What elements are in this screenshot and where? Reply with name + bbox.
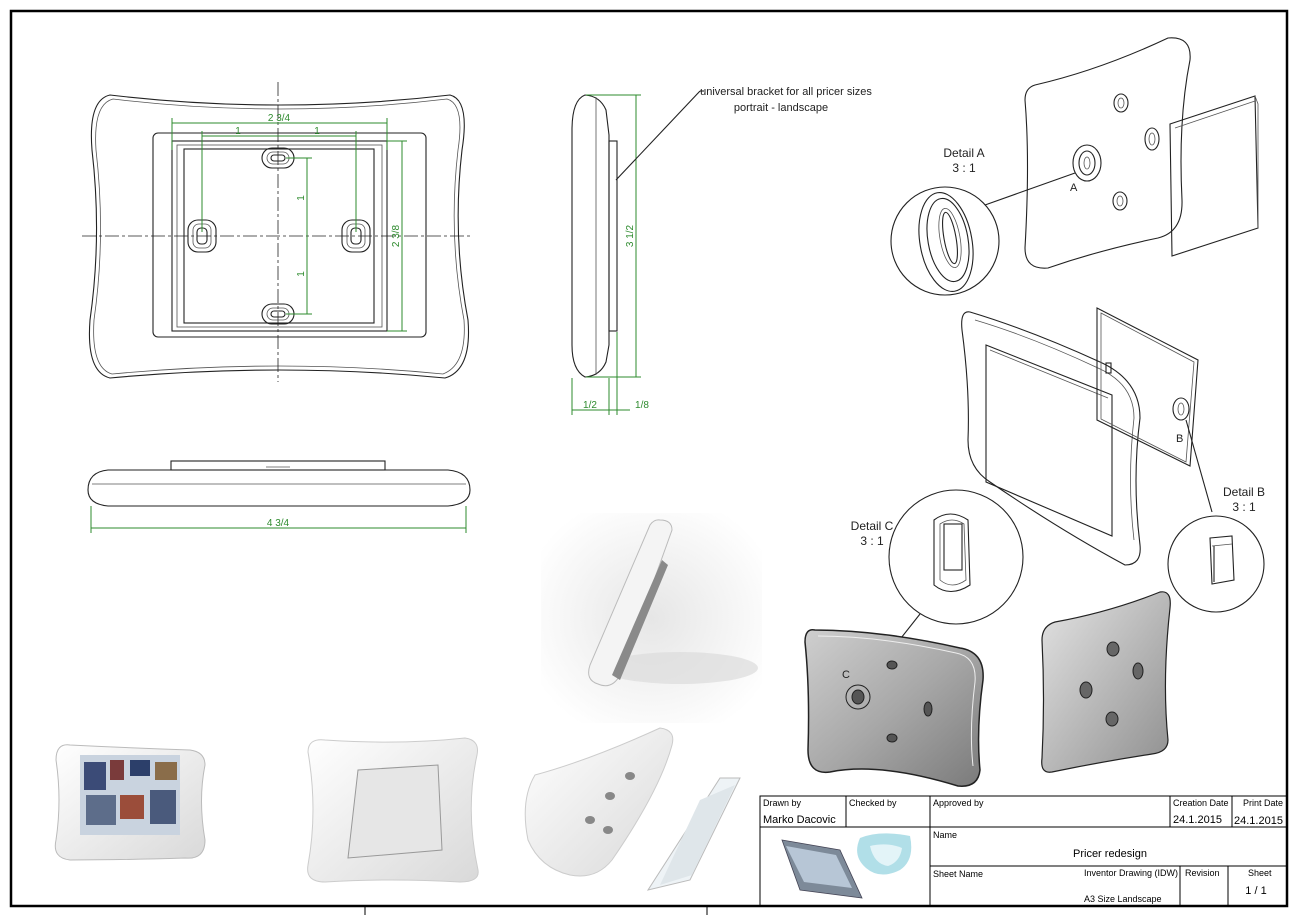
render-back-bracket — [307, 737, 479, 883]
dim-side-depth: 1/2 1/8 — [571, 332, 649, 415]
approved-by-label: Approved by — [933, 798, 984, 808]
side-view: 3 1/2 1/2 1/8 universal bracket for all … — [571, 86, 872, 415]
detail-b-title: Detail B — [1223, 485, 1265, 499]
detail-b-marker: B — [1176, 433, 1183, 445]
title-block: Drawn by Marko Dacovic Checked by Approv… — [759, 795, 1288, 907]
detail-b-scale: 3 : 1 — [1232, 500, 1256, 514]
checked-by-label: Checked by — [849, 798, 897, 808]
dim-vertical: 1 1 — [286, 157, 312, 315]
drawing-name: Pricer redesign — [1073, 848, 1147, 860]
dim-top-width: 2 3/4 — [171, 113, 388, 150]
dim-right-height: 2 3/8 — [387, 140, 407, 332]
title-block-logo — [781, 833, 912, 899]
drawn-by-value: Marko Dacovic — [763, 814, 836, 826]
front-view: 2 3/4 1 1 1 1 2 3/8 — [82, 82, 472, 382]
dim-right-height-label: 2 3/8 — [391, 224, 402, 247]
print-date-label: Print Date — [1243, 798, 1283, 808]
iso-bracket-plate — [1169, 95, 1259, 257]
detail-b: Detail B 3 : 1 — [1167, 485, 1265, 613]
sheet-name-label: Sheet Name — [933, 869, 983, 879]
detail-c-marker: C — [842, 669, 850, 681]
dim-top-width-label: 2 3/4 — [268, 113, 291, 124]
name-label: Name — [933, 830, 957, 840]
dim-bottom-width-label: 4 3/4 — [267, 518, 290, 529]
dim-vert-top-label: 1 — [296, 195, 307, 201]
drawn-by-label: Drawn by — [763, 798, 802, 808]
dim-side-bracket-label: 1/8 — [635, 400, 649, 411]
sheet-format: A3 Size Landscape — [1084, 894, 1162, 904]
detail-a: Detail A 3 : 1 — [890, 146, 1000, 296]
iso-front-gray — [1041, 591, 1171, 773]
detail-a-marker: A — [1070, 182, 1078, 194]
render-front-screen — [54, 744, 206, 861]
detail-c-scale: 3 : 1 — [860, 534, 884, 548]
render-side-tilt — [541, 513, 762, 723]
detail-a-title: Detail A — [943, 146, 984, 160]
sheet-border — [9, 9, 1289, 908]
dim-half-right-label: 1 — [314, 126, 320, 137]
annotation-line-2: portrait - landscape — [734, 102, 828, 114]
dim-side-depth-label: 1/2 — [583, 400, 597, 411]
revision-label: Revision — [1185, 868, 1220, 878]
detail-a-scale: 3 : 1 — [952, 161, 976, 175]
sheet-number: 1 / 1 — [1245, 885, 1266, 897]
dim-vert-bottom-label: 1 — [296, 271, 307, 277]
dim-half-widths: 1 1 — [201, 126, 357, 232]
detail-c: Detail C 3 : 1 — [851, 489, 1024, 691]
dim-side-height: 3 1/2 — [586, 94, 641, 378]
dim-half-left-label: 1 — [235, 126, 241, 137]
iso-panel: B — [1096, 307, 1213, 513]
print-date-value: 24.1.2015 — [1234, 815, 1283, 827]
sheet-type: Inventor Drawing (IDW) — [1084, 868, 1178, 878]
iso-back-gray: C — [804, 629, 984, 787]
creation-date-value: 24.1.2015 — [1173, 814, 1222, 826]
annotation-line-1: universal bracket for all pricer sizes — [700, 86, 872, 98]
dim-side-height-label: 3 1/2 — [625, 224, 636, 247]
detail-c-title: Detail C — [851, 519, 894, 533]
bottom-view: 4 3/4 — [87, 460, 471, 533]
iso-frame — [961, 311, 1141, 566]
iso-back-plate: A — [984, 37, 1191, 269]
dim-bottom-width: 4 3/4 — [90, 506, 467, 533]
render-back-angled — [524, 727, 741, 891]
creation-date-label: Creation Date — [1173, 798, 1229, 808]
sheet-label: Sheet — [1248, 868, 1272, 878]
